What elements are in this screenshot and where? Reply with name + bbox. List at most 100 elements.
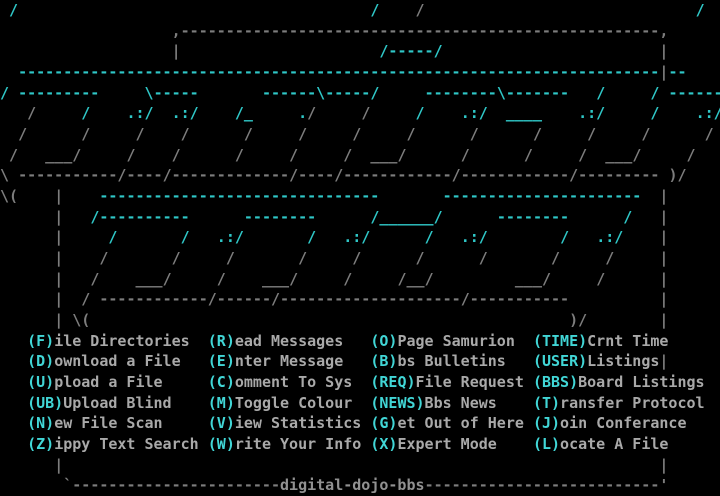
- logo-art-run: /: [90, 269, 100, 288]
- logo-art-run: |: [659, 311, 669, 329]
- menu-hotkey-o: (O): [370, 331, 398, 350]
- logo-art-run: /: [99, 249, 109, 267]
- menu-item-label: Board Listings: [578, 373, 705, 391]
- menu-item-d[interactable]: (D)ownload a File: [27, 351, 181, 372]
- logo-art-run: /: [469, 125, 479, 143]
- logo-art-run: /: [605, 249, 615, 267]
- logo-art-run: ------: [668, 83, 720, 102]
- menu-item-time[interactable]: (TIME)Crnt Time: [533, 331, 668, 352]
- logo-art-run: /_: [234, 104, 253, 123]
- logo-art-run: /: [343, 145, 353, 164]
- logo-art-run: |: [659, 207, 669, 226]
- menu-item-e[interactable]: (E)nter Message: [208, 351, 343, 372]
- logo-art-run: /: [632, 145, 642, 164]
- menu-item-z[interactable]: (Z)ippy Text Search: [27, 434, 199, 455]
- logo-art-run: /: [343, 269, 353, 288]
- logo-art-run: /: [72, 145, 82, 164]
- menu-item-o[interactable]: (O)Page Samurion: [370, 331, 515, 352]
- logo-art-run: /: [695, 1, 705, 19]
- menu-hotkey-e: (E): [207, 352, 235, 371]
- menu-item-u[interactable]: (U)pload a File: [27, 372, 162, 393]
- logo-art-run: /: [415, 104, 425, 123]
- menu-hotkey-x: (X): [370, 435, 398, 453]
- menu-item-label: Expert Mode: [397, 435, 497, 453]
- menu-item-f[interactable]: (F)ile Directories: [27, 331, 190, 352]
- logo-art-run: )/: [569, 311, 588, 329]
- logo-art-run: /: [216, 269, 226, 288]
- menu-item-ub[interactable]: (UB)Upload Blind: [27, 393, 172, 414]
- menu-hotkey-ub: (UB): [27, 393, 64, 412]
- menu-item-label: Toggle Colour: [234, 393, 353, 412]
- menu-item-bbs[interactable]: (BBS)Board Listings: [533, 372, 705, 393]
- menu-hotkey-d: (D): [27, 352, 55, 371]
- footer-label: digital-dojo-bbs: [280, 476, 425, 495]
- logo-art-run: /: [523, 145, 533, 164]
- logo-art-run: ----------------------------------------…: [18, 63, 660, 81]
- logo-art-run: \(: [0, 187, 19, 205]
- logo-art-run: ---------: [18, 83, 100, 102]
- logo-art-run: /: [541, 269, 552, 288]
- menu-item-x[interactable]: (X)Expert Mode: [370, 434, 496, 455]
- menu-hotkey-b: (B): [370, 352, 398, 371]
- logo-art-run: ----------: [99, 207, 190, 226]
- menu-hotkey-time: (TIME): [532, 331, 588, 350]
- logo-art-run: /: [397, 145, 407, 164]
- logo-art-run: /: [623, 207, 633, 226]
- logo-art-run: -------------------------------: [99, 187, 380, 205]
- menu-item-t[interactable]: (T)ransfer Protocol: [533, 393, 705, 414]
- menu-item-news[interactable]: (NEWS)Bbs News: [370, 393, 496, 414]
- menu-hotkey-user: (USER): [532, 352, 588, 371]
- logo-art-run: -----: [325, 83, 371, 102]
- logo-art-run: /: [578, 145, 588, 164]
- menu-item-label: ippy Text Search: [54, 435, 199, 453]
- logo-art-run: .:/: [343, 228, 371, 247]
- logo-art-run: /: [406, 125, 416, 143]
- logo-art-run: /: [370, 1, 380, 19]
- menu-item-r[interactable]: (R)ead Messages: [208, 331, 343, 352]
- logo-art-run: ----: [126, 166, 163, 185]
- menu-item-label: nter Message: [234, 352, 344, 371]
- logo-art-run: ------------: [343, 166, 452, 185]
- menu-item-w[interactable]: (W)rite Your Info: [208, 434, 362, 455]
- logo-art-run: -----------: [18, 166, 118, 185]
- logo-art-run: ___: [370, 145, 398, 164]
- logo-art-run: /: [243, 125, 253, 143]
- menu-item-j[interactable]: (J)oin Conferance: [533, 413, 687, 434]
- menu-item-req[interactable]: (REQ)File Request: [370, 372, 524, 393]
- menu-item-user[interactable]: (USER)Listings: [533, 351, 659, 372]
- logo-art-run: \: [496, 83, 506, 102]
- logo-art-run: /: [90, 207, 100, 226]
- menu-item-l[interactable]: (L)ocate A File: [533, 434, 668, 455]
- logo-art-run: |: [54, 290, 64, 309]
- logo-art-run: .:/: [460, 104, 488, 123]
- logo-art-run: |: [659, 63, 669, 81]
- logo-art-run: .:/: [695, 104, 720, 123]
- logo-art-run: /: [289, 145, 299, 164]
- menu-hotkey-g: (G): [370, 414, 398, 433]
- logo-art-run: \: [144, 83, 154, 102]
- logo-art-run: /: [677, 166, 687, 185]
- menu-item-c[interactable]: (C)omment To Sys: [208, 372, 353, 393]
- logo-art-run: /: [298, 125, 308, 143]
- menu-item-label: ew File Scan: [54, 414, 163, 433]
- logo-art-run: ,: [171, 21, 181, 40]
- logo-art-run: /: [587, 125, 597, 143]
- logo-art-run: /: [0, 83, 10, 102]
- menu-hotkey-z: (Z): [27, 435, 55, 453]
- menu-item-b[interactable]: (B)bs Bulletins: [370, 351, 505, 372]
- logo-art-run: \: [316, 83, 326, 102]
- menu-hotkey-u: (U): [27, 373, 55, 391]
- logo-art-run: /: [361, 104, 371, 123]
- menu-item-m[interactable]: (M)Toggle Colour: [208, 393, 353, 414]
- logo-art-run: /: [352, 249, 362, 267]
- logo-art-run: /: [686, 145, 696, 164]
- logo-art-run: --------------------------: [424, 476, 660, 495]
- logo-art-run: \(: [72, 311, 91, 329]
- logo-art-run: ___: [45, 145, 73, 164]
- menu-item-label: Bbs News: [424, 393, 497, 412]
- menu-item-g[interactable]: (G)et Out of Here: [370, 413, 524, 434]
- menu-item-n[interactable]: (N)ew File Scan: [27, 413, 162, 434]
- menu-item-label: ead Messages: [234, 331, 344, 350]
- logo-art-run: /: [596, 83, 606, 102]
- menu-item-v[interactable]: (V)iew Statistics: [208, 413, 362, 434]
